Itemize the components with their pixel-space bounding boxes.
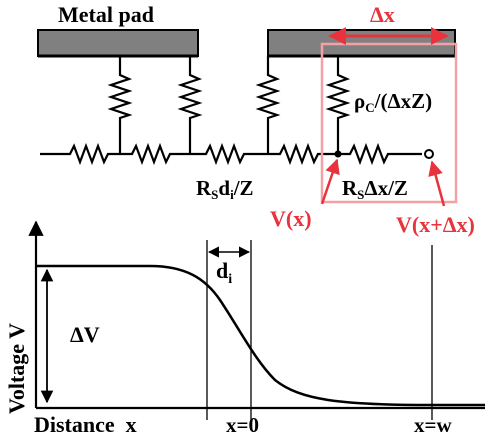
contact-resistance-label: ρC/(ΔxZ) [354,89,432,115]
vx-label: V(x) [270,206,312,231]
x-axis-label: Distance x [34,412,137,436]
contact-resistor-1 [107,56,133,154]
contact-resistor-4 [325,56,351,154]
sheet-resistance-di-label: RSdi/Z [196,176,254,202]
voltage-curve [36,264,485,407]
contact-resistor-3 [255,56,281,154]
sheet-resistance-dx-label: RSΔx/Z [342,176,408,202]
di-label: di [216,258,232,287]
delta-v-label: ΔV [70,322,100,347]
metal-pad-left [37,29,199,57]
metal-pad-label: Metal pad [58,2,154,27]
node-vx [334,150,342,158]
sheet-resistor-chain [40,142,422,166]
x-w-label: x=w [414,413,452,436]
vxdx-pointer [428,160,446,207]
x-zero-label: x=0 [226,413,259,436]
vx-pointer [320,158,340,205]
vxdx-label: V(x+Δx) [396,212,475,237]
node-vxdx [424,149,434,159]
contact-resistor-2 [177,56,203,154]
y-axis-label: Voltage V [4,323,29,414]
delta-x-label: Δx [370,2,395,27]
